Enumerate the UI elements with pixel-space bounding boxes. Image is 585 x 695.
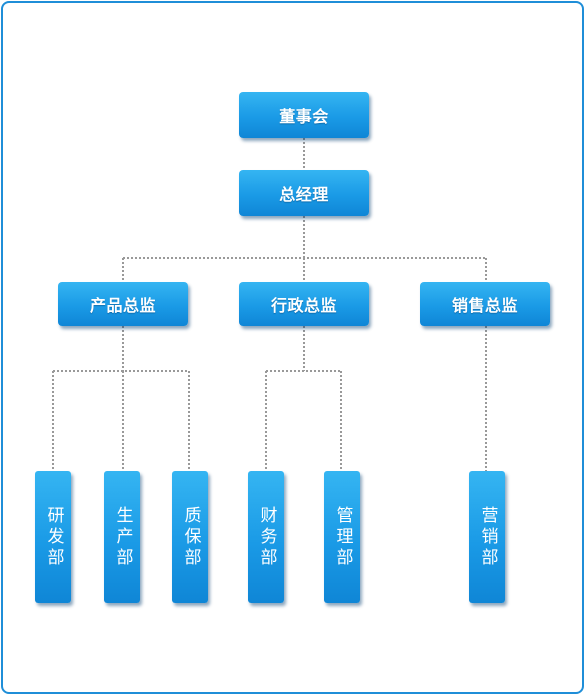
node-qa-department: 质保部 bbox=[172, 471, 208, 603]
node-marketing-department: 营销部 bbox=[469, 471, 505, 603]
node-production-department: 生产部 bbox=[104, 471, 140, 603]
node-general-manager: 总经理 bbox=[239, 170, 369, 216]
node-product-director: 产品总监 bbox=[58, 282, 188, 326]
node-sales-director: 销售总监 bbox=[420, 282, 550, 326]
node-finance-department: 财务部 bbox=[248, 471, 284, 603]
node-admin-director: 行政总监 bbox=[239, 282, 369, 326]
node-management-department: 管理部 bbox=[324, 471, 360, 603]
node-board: 董事会 bbox=[239, 92, 369, 138]
node-rd-department: 研发部 bbox=[35, 471, 71, 603]
